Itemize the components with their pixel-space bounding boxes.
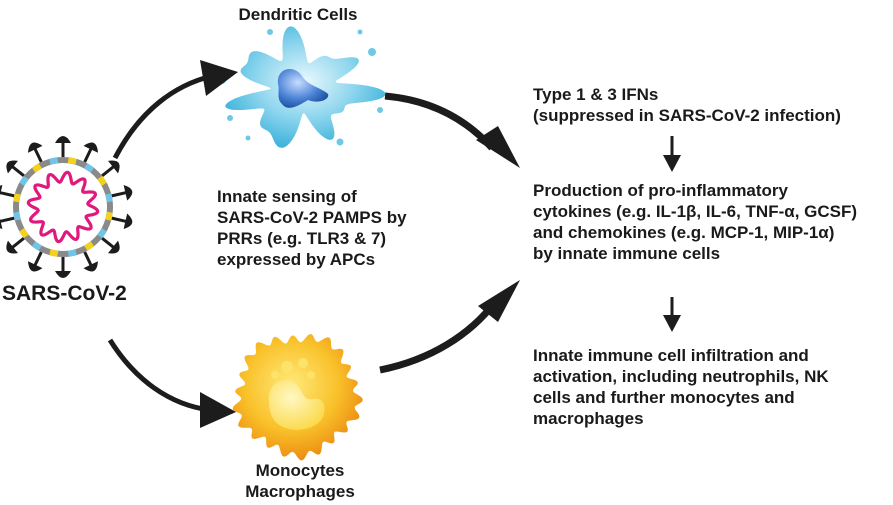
text-line: expressed by APCs [217, 250, 376, 269]
spike-protein-icon [55, 257, 71, 278]
membrane-protein [49, 157, 59, 165]
arrow-dendritic-to-production [384, 92, 520, 168]
text-line: Innate immune cell infiltration and [533, 346, 809, 365]
text-line: (suppressed in SARS-CoV-2 infection) [533, 106, 841, 125]
text-line: Production of pro-inflammatory [533, 181, 788, 200]
macrophage-nucleus [268, 380, 325, 430]
spike-protein-icon [111, 213, 133, 230]
membrane-protein [31, 241, 42, 251]
text-line: and chemokines (e.g. MCP-1, MIP-1α) [533, 223, 835, 242]
arrow-monocytes-to-production [379, 280, 520, 374]
spike-proteins [0, 136, 133, 278]
membrane-protein [84, 241, 95, 251]
membrane-protein [13, 193, 21, 203]
text-line: cells and further monocytes and [533, 388, 795, 407]
membrane-protein [19, 228, 29, 239]
spike-protein-icon [55, 136, 71, 157]
spike-protein-icon [83, 142, 98, 163]
membrane-protein [19, 175, 29, 186]
droplet [245, 135, 251, 141]
ifn-text: Type 1 & 3 IFNs (suppressed in SARS-CoV-… [533, 84, 841, 126]
membrane-protein [84, 163, 95, 173]
arrow-ifn-to-production [663, 136, 681, 172]
arrow-production-to-infiltration [663, 297, 681, 332]
membrane-proteins [13, 157, 113, 257]
text-line: by innate immune cells [533, 244, 721, 263]
granule [291, 373, 299, 381]
cytokine-production-text: Production of pro-inflammatory cytokines… [533, 180, 857, 264]
spike-protein-icon [111, 184, 133, 201]
spike-protein-icon [101, 237, 120, 254]
arrow-virus-to-dendritic [112, 60, 238, 160]
arrow-virus-to-monocytes [107, 338, 236, 428]
droplet [267, 29, 273, 35]
droplet [357, 29, 363, 35]
membrane-protein [49, 249, 59, 257]
virus-envelope [13, 157, 113, 257]
macrophages-label: Macrophages [245, 482, 355, 501]
droplet [368, 48, 376, 56]
granule [307, 371, 315, 379]
sars-cov-2-label: SARS-CoV-2 [2, 282, 127, 305]
text-line: cytokines (e.g. IL-1β, IL-6, TNF-α, GCSF… [533, 202, 858, 221]
spike-protein-icon [6, 237, 25, 254]
text-line: Type 1 & 3 IFNs [533, 85, 659, 104]
innate-sensing-text: Innate sensing of SARS-CoV-2 PAMPS by PR… [217, 186, 407, 270]
dendritic-cell-icon [218, 26, 386, 148]
granule [271, 371, 279, 379]
spike-protein-icon [0, 184, 15, 201]
membrane-protein [105, 211, 113, 221]
membrane-protein [31, 163, 42, 173]
membrane-protein [97, 175, 107, 186]
membrane-protein [67, 249, 77, 257]
membrane-protein [67, 157, 77, 165]
spike-protein-icon [6, 160, 25, 177]
monocytes-label: Monocytes [255, 461, 345, 480]
membrane-protein [13, 211, 21, 221]
text-line: activation, including neutrophils, NK [533, 367, 829, 386]
monocytes-macrophages-label: Monocytes Macrophages [230, 460, 370, 502]
viral-rna-icon [26, 170, 100, 244]
cell-infiltration-text: Innate immune cell infiltration and acti… [533, 345, 829, 429]
membrane-protein [105, 193, 113, 203]
droplet [336, 138, 344, 146]
spike-protein-icon [28, 251, 43, 272]
droplet [377, 107, 383, 113]
spike-protein-icon [0, 213, 15, 230]
spike-protein-icon [83, 251, 98, 272]
sars-cov-2-virus-icon [0, 136, 133, 278]
dendritic-cell-nucleus [277, 69, 329, 108]
granule [298, 358, 308, 368]
dendritic-cells-label: Dendritic Cells [238, 5, 358, 24]
macrophage-icon [232, 334, 363, 461]
spike-protein-icon [101, 160, 120, 177]
text-line: PRRs (e.g. TLR3 & 7) [217, 229, 387, 248]
text-line: SARS-CoV-2 PAMPS by [217, 208, 407, 227]
spike-protein-icon [28, 142, 43, 163]
droplet [227, 115, 233, 121]
text-line: Innate sensing of [217, 187, 357, 206]
membrane-protein [97, 228, 107, 239]
granule [281, 361, 293, 373]
text-line: macrophages [533, 409, 644, 428]
